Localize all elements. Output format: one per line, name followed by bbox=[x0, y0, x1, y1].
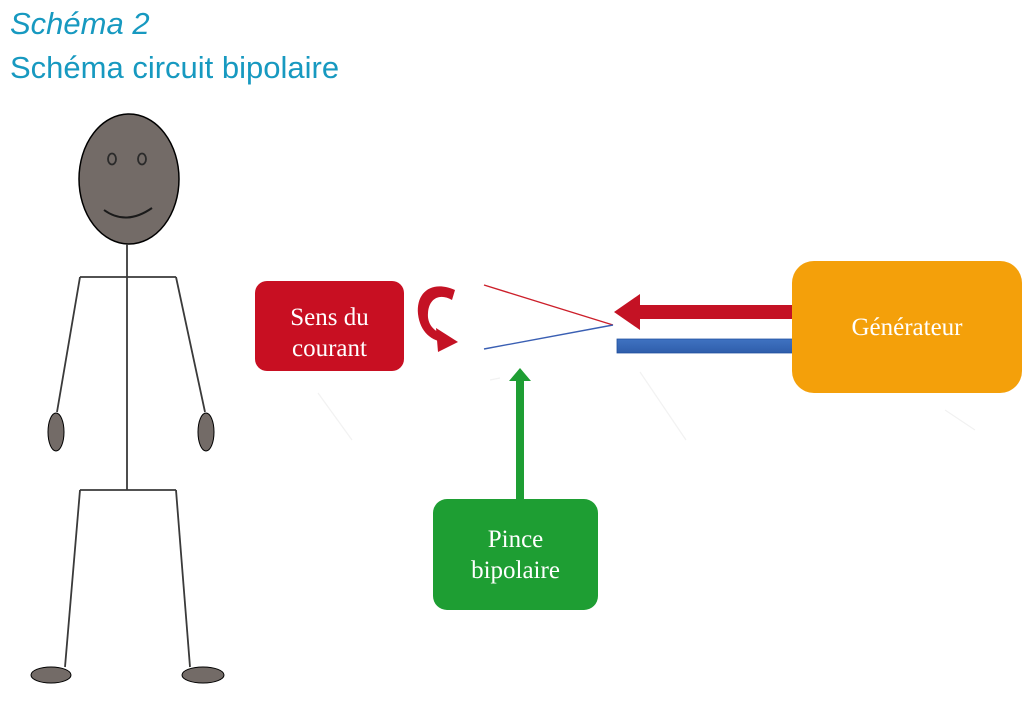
red-arrow-generator-to-forceps bbox=[614, 294, 810, 330]
bipolar-forceps-line2: bipolaire bbox=[471, 556, 560, 584]
current-direction-line1: Sens du bbox=[290, 304, 369, 331]
figure-left-hand bbox=[47, 412, 65, 452]
faint-lines bbox=[317, 371, 976, 441]
figure-right-hand bbox=[197, 412, 215, 452]
diagram-title: Schéma 2 bbox=[10, 6, 150, 41]
figure-left-foot bbox=[30, 666, 72, 684]
figure-right-arm bbox=[175, 276, 206, 413]
figure-left-leg bbox=[64, 489, 81, 668]
bipolar-forceps-box: Pince bipolaire bbox=[433, 499, 598, 610]
figure-smile bbox=[103, 207, 153, 219]
current-direction-box: Sens du courant bbox=[255, 281, 404, 371]
forceps-upper-tong bbox=[483, 284, 614, 326]
figure-right-leg bbox=[175, 489, 191, 668]
blue-arrow-forceps-to-generator bbox=[616, 329, 820, 363]
generator-label: Générateur bbox=[851, 313, 963, 341]
current-loop-arrow bbox=[417, 286, 458, 352]
figure-right-foot bbox=[181, 666, 225, 684]
green-arrow-pince-to-forceps bbox=[509, 368, 531, 499]
forceps-lower-tong bbox=[483, 324, 614, 350]
figure-left-eye bbox=[107, 152, 117, 166]
diagram-subtitle: Schéma circuit bipolaire bbox=[10, 50, 340, 85]
figure-left-arm bbox=[56, 276, 81, 413]
figure-head bbox=[78, 113, 180, 245]
current-direction-line2: courant bbox=[292, 335, 367, 362]
generator-box: Générateur bbox=[792, 261, 1022, 393]
figure-right-eye bbox=[137, 152, 147, 166]
bipolar-forceps bbox=[483, 284, 614, 350]
bipolar-forceps-line1: Pince bbox=[487, 525, 544, 553]
stick-figure bbox=[30, 113, 225, 684]
